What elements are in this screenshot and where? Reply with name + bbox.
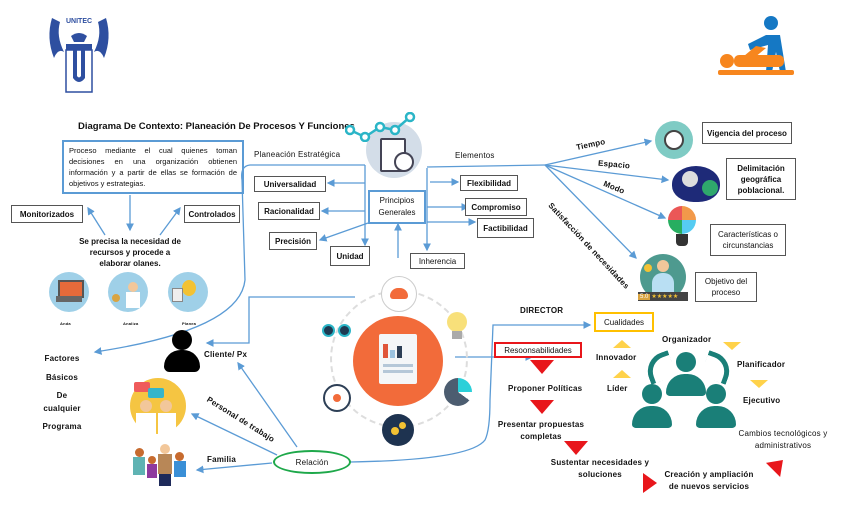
icon-label-planea: Planea — [182, 321, 197, 326]
principios-generales-box: Principios Generales — [368, 190, 426, 224]
red-arrow-down-3 — [564, 441, 588, 455]
step-presentar: Presentar propuestas completas — [497, 420, 585, 441]
yellow-arrow-down-2 — [750, 380, 768, 388]
need-text: Se precisa la necesidad de recursos y pr… — [79, 237, 181, 268]
family-icon — [133, 442, 191, 488]
quality-ejecutivo: Ejecutivo — [743, 396, 781, 405]
cualidades-box: Cualidades — [594, 312, 654, 332]
delimitacion-box: Delimitación geográfica poblacional. — [726, 158, 796, 200]
diagram-title: Diagrama De Contexto: Planeación De Proc… — [78, 121, 355, 132]
target-gauge-icon — [323, 384, 351, 412]
red-arrow-right — [643, 473, 657, 493]
rating-stars: ★★★★★ — [651, 294, 679, 300]
step-cambios: Cambios tecnológicos y administrativos — [738, 429, 828, 450]
factores-4: cualquier — [43, 404, 81, 413]
factores-1: Factores — [44, 354, 80, 363]
brain-icon — [381, 276, 417, 312]
quality-organizador: Organizador — [662, 335, 712, 344]
step-sustentar: Sustentar necesidades y soluciones — [550, 458, 650, 479]
red-arrow-down-2 — [530, 400, 554, 414]
factores-2: Básicos — [45, 373, 79, 382]
logo-text: UNITEC — [66, 18, 93, 25]
caracteristicas-box: Características o circunstancias — [710, 224, 786, 256]
report-hub-icon — [353, 316, 443, 406]
red-arrow-down-1 — [530, 360, 554, 374]
objetivo-box: Objetivo del proceso — [695, 272, 757, 302]
definition-box: Proceso mediante el cual quienes toman d… — [62, 140, 244, 194]
alarm-clock-icon — [655, 121, 693, 159]
monitorizados-box: Monitorizados — [11, 205, 83, 223]
trend-line-icon — [345, 112, 416, 142]
flexibilidad-box: Flexibilidad — [460, 175, 518, 191]
quality-planificador: Planificador — [737, 360, 786, 369]
rating-value: 5.0 — [638, 293, 651, 300]
step-creacion: Creación y ampliación de nuevos servicio… — [664, 470, 754, 491]
factores-5: Programa — [42, 422, 82, 431]
unidad-box: Unidad — [330, 246, 370, 266]
analyst-icon — [108, 272, 148, 312]
director-label: DIRECTOR — [520, 306, 564, 315]
team-leadership-icon — [632, 348, 742, 428]
controlados-box: Controlados — [184, 205, 240, 223]
lightbulb-puzzle-icon — [668, 206, 696, 250]
rating-badge: 5.0 ★★★★★ — [638, 292, 688, 301]
medical-staff-icon — [130, 378, 186, 434]
racionalidad-box: Racionalidad — [258, 202, 320, 220]
pie-chart-icon — [444, 378, 472, 406]
factores-3: De — [56, 391, 68, 400]
yellow-arrow-up-2 — [613, 370, 631, 378]
gears-icon — [382, 414, 414, 446]
icon-label-anda: Anda — [60, 321, 71, 326]
elementos-label: Elementos — [455, 151, 495, 160]
step-proponer: Proponer Políticas — [508, 384, 583, 393]
lightbulb-icon — [447, 312, 467, 340]
universalidad-box: Universalidad — [254, 176, 326, 192]
client-person-icon — [164, 330, 200, 374]
relacion-ellipse: Relación — [273, 450, 351, 474]
yellow-arrow-down-1 — [723, 342, 741, 350]
responsabilidades-box: Resoonsabilidades — [494, 342, 582, 358]
astronaut-icon — [672, 166, 720, 202]
quality-innovador: Innovador — [596, 353, 637, 362]
factibilidad-box: Factibilidad — [477, 218, 534, 238]
physiotherapy-icon — [714, 10, 804, 90]
laptop-icon — [49, 272, 89, 312]
compromiso-box: Compromiso — [465, 198, 527, 216]
familia-label: Familia — [207, 455, 236, 464]
cliente-label: Cliente/ Px — [204, 350, 248, 359]
yellow-arrow-up-1 — [613, 340, 631, 348]
precision-box: Precisión — [269, 232, 317, 250]
definition-text: Proceso mediante el cual quienes toman d… — [69, 146, 237, 188]
inherencia-box: Inherencia — [410, 253, 465, 269]
icon-label-analiza: Analiza — [123, 321, 139, 326]
relacion-label: Relación — [295, 457, 329, 467]
vigencia-box: Vigencia del proceso — [702, 122, 792, 144]
unitec-logo: UNITEC — [44, 8, 114, 94]
idea-money-icon — [168, 272, 208, 312]
planeacion-label: Planeación Estratégica — [254, 150, 341, 159]
quality-lider: Líder — [607, 384, 628, 393]
binoculars-icon — [322, 320, 352, 338]
